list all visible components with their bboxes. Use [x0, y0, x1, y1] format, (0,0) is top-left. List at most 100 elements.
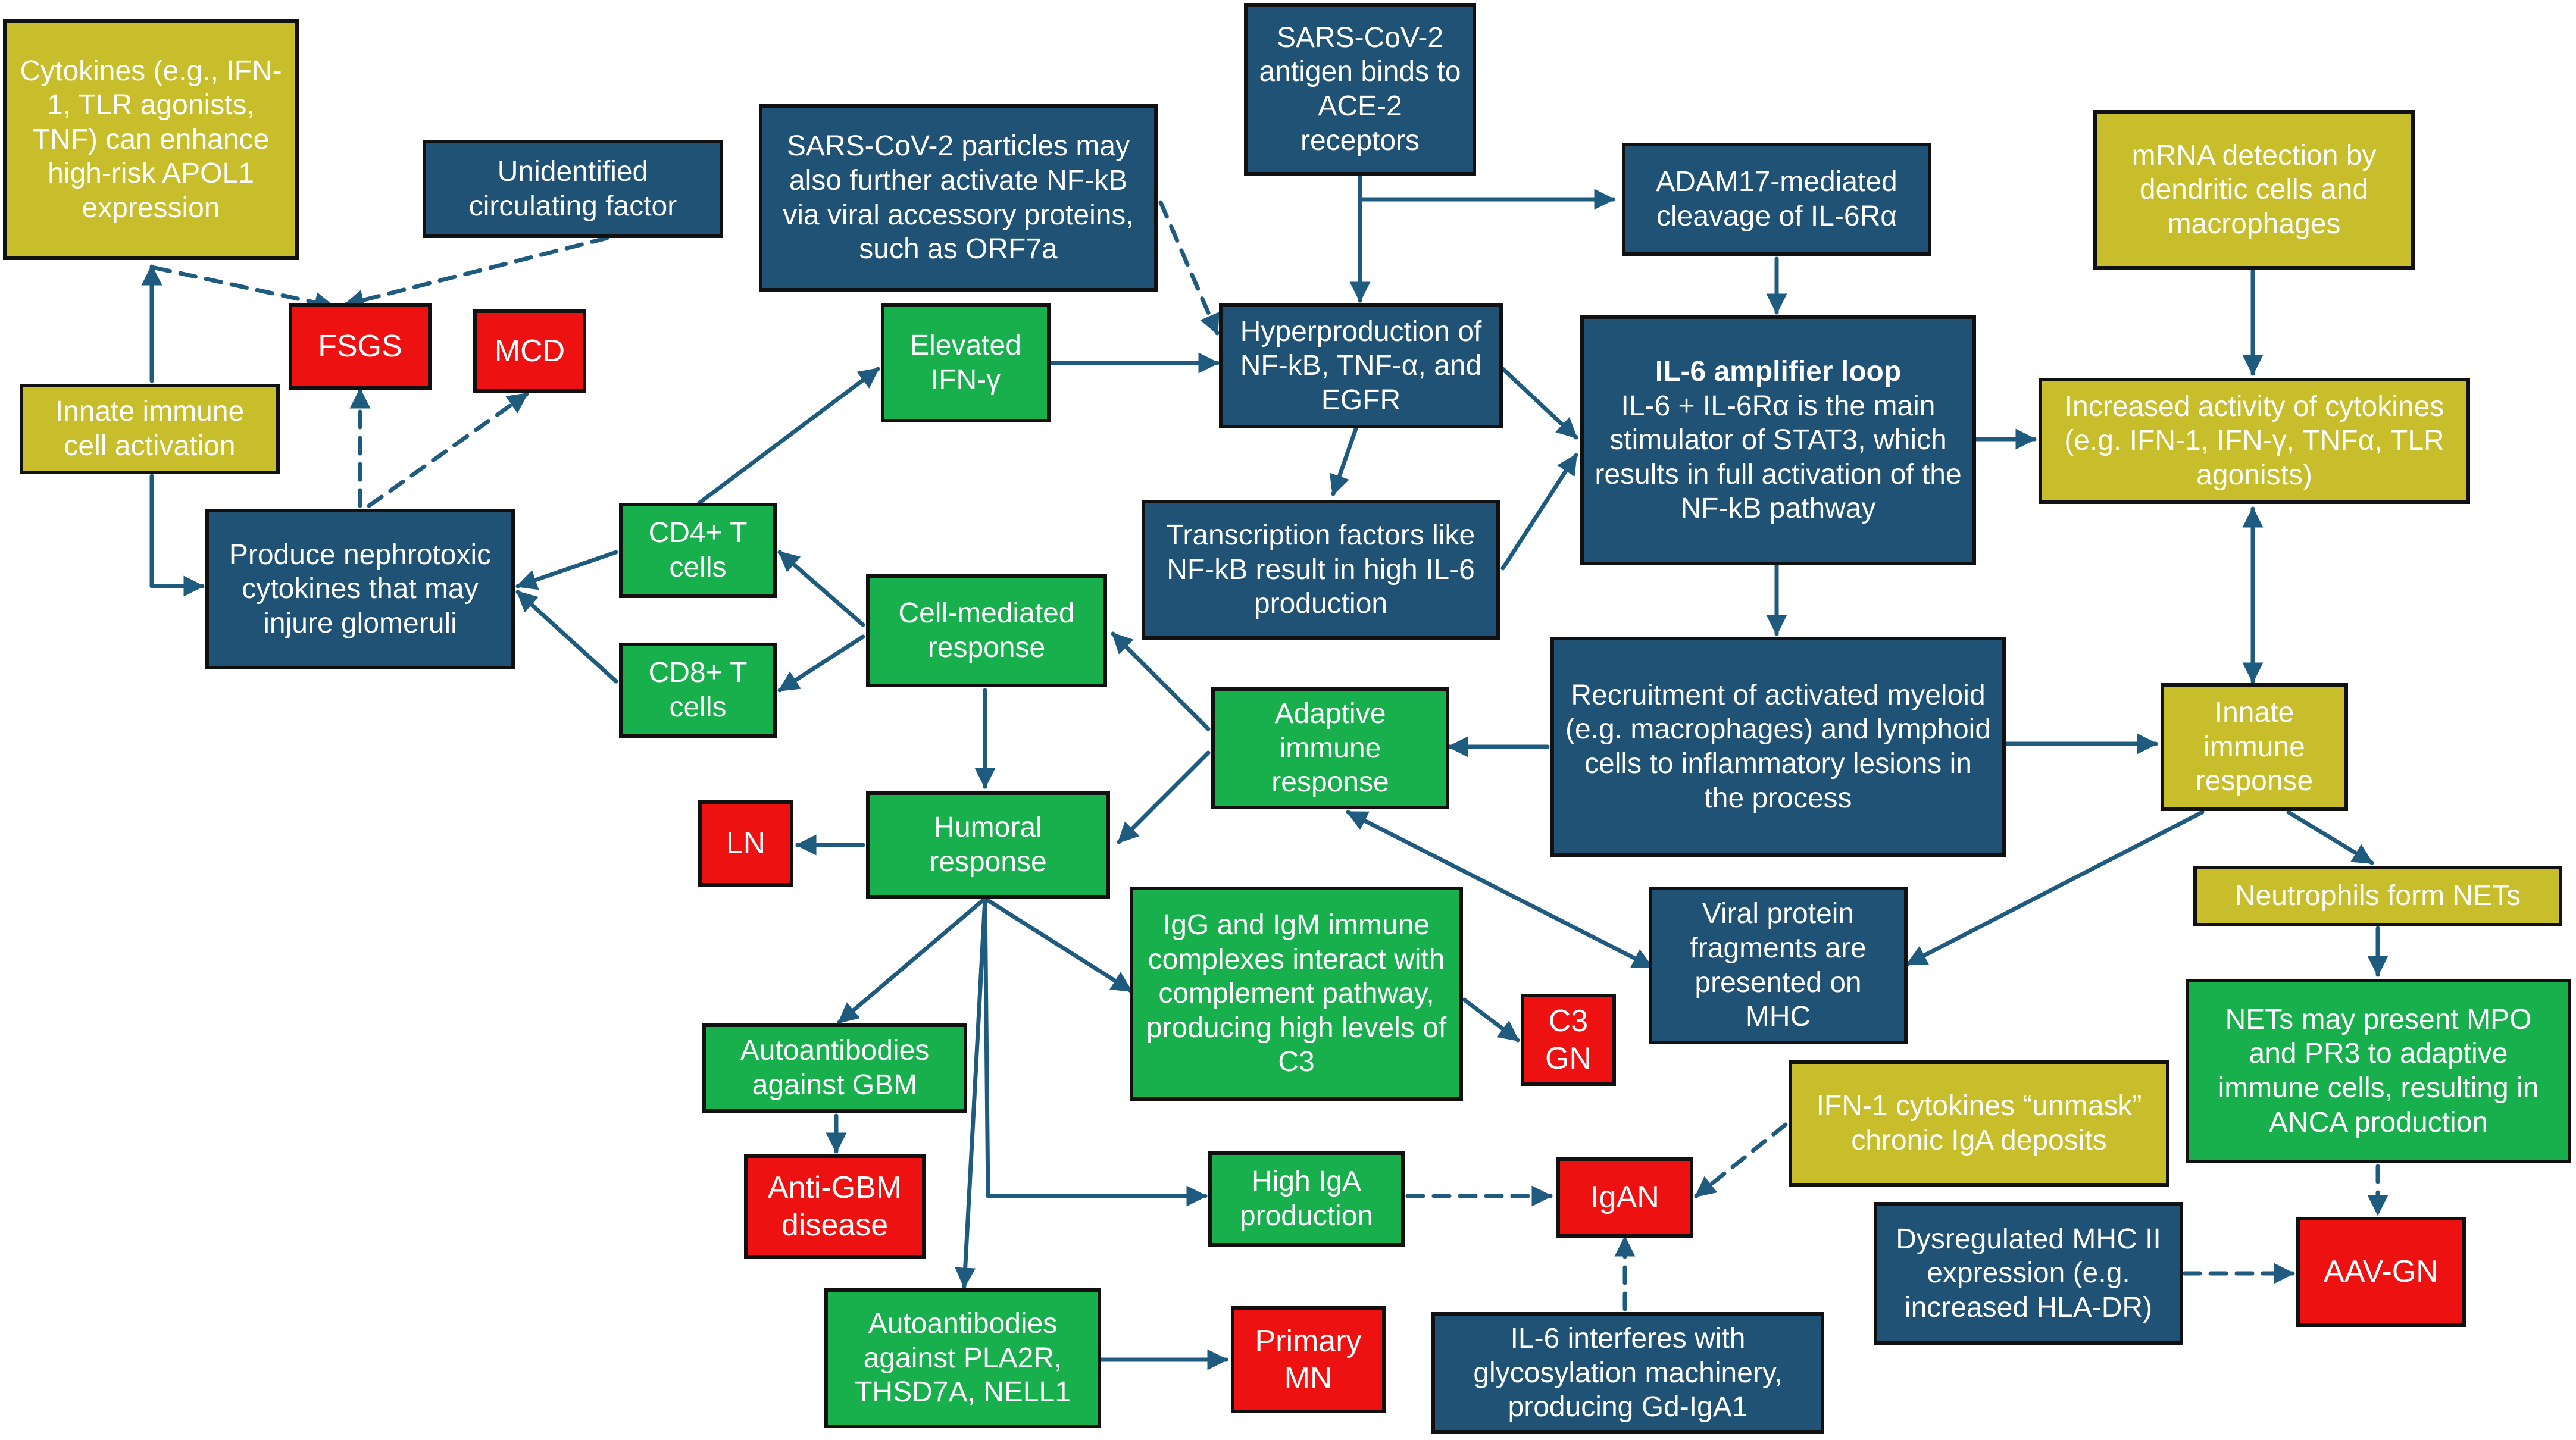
cd4-t-cells-text: CD4+ T cells	[648, 517, 748, 583]
humoral-response-text: Humoral response	[929, 812, 1047, 878]
arrow-innate-to-viral-fragments	[1905, 810, 2205, 966]
dysregulated-mhc-text: Dysregulated MHC II expression (e.g. inc…	[1896, 1223, 2161, 1323]
innate-immune-cell-activation-box: Innate immune cell activation	[20, 384, 280, 474]
high-iga-production-text: High IgA production	[1239, 1166, 1374, 1232]
arrow-cd4-to-ifn	[697, 367, 880, 505]
increased-cytokines-box: Increased activity of cytokines (e.g. IF…	[2039, 378, 2470, 504]
arrow-cellmediated-to-cd4	[777, 550, 865, 627]
arrow-cd8-to-nephrotoxic	[515, 590, 618, 684]
hyperproduction-box: Hyperproduction of NF-kB, TNF-α, and EGF…	[1219, 303, 1503, 428]
adaptive-immune-response-text: Adaptive immune response	[1271, 698, 1389, 799]
ifn1-unmask-text: IFN-1 cytokines “unmask” chronic IgA dep…	[1816, 1090, 2142, 1156]
il6-amplifier-loop-box: IL-6 amplifier loop IL-6 + IL-6Rα is the…	[1580, 315, 1976, 565]
arrow-cd4-to-nephrotoxic	[515, 550, 618, 590]
cd8-t-cells-box: CD8+ T cells	[619, 643, 777, 738]
arrow-adaptive-to-humoral	[1117, 750, 1211, 844]
dysregulated-mhc-box: Dysregulated MHC II expression (e.g. inc…	[1874, 1202, 2183, 1345]
anti-gbm-disease-label: Anti-GBM disease	[767, 1170, 902, 1242]
il6-glycosylation-box: IL-6 interferes with glycosylation machi…	[1431, 1312, 1824, 1434]
transcription-factors-box: Transcription factors like NF-kB result …	[1142, 500, 1500, 640]
autoantibodies-gbm-box: Autoantibodies against GBM	[702, 1023, 967, 1113]
autoantibodies-pla2r-box: Autoantibodies against PLA2R, THSD7A, NE…	[824, 1288, 1101, 1428]
il6-amplifier-loop-title: IL-6 amplifier loop	[1655, 356, 1902, 388]
cell-mediated-response-text: Cell-mediated response	[898, 597, 1075, 663]
innate-immune-response-box: Innate immune response	[2161, 683, 2348, 811]
nets-present-box: NETs may present MPO and PR3 to adaptive…	[2186, 979, 2571, 1163]
nephrotoxic-cytokines-text: Produce nephrotoxic cytokines that may i…	[229, 539, 492, 639]
elevated-ifn-gamma-box: Elevated IFN-γ	[881, 303, 1051, 422]
dashed-arrow-unidentified-to-fsgs	[343, 236, 609, 311]
unidentified-factor-box: Unidentified circulating factor	[423, 140, 723, 238]
viral-fragments-text: Viral protein fragments are presented on…	[1690, 898, 1867, 1033]
arrow-transcription-to-il6loop	[1500, 453, 1578, 571]
adaptive-immune-response-box: Adaptive immune response	[1211, 687, 1449, 809]
high-iga-production-box: High IgA production	[1208, 1151, 1405, 1247]
recruitment-box: Recruitment of activated myeloid (e.g. m…	[1550, 637, 2006, 857]
arrow-humoral-to-auto-gbm	[837, 896, 987, 1025]
dashed-arrow-viral-accessory-to-hyperproduction	[1158, 200, 1220, 336]
dashed-arrow-nephrotoxic-to-mcd	[367, 392, 529, 508]
neutrophils-form-nets-box: Neutrophils form NETs	[2193, 866, 2562, 926]
c3gn-box: C3 GN	[1521, 994, 1616, 1086]
arrow-igg-to-c3gn	[1462, 997, 1520, 1043]
elevated-ifn-gamma-text: Elevated IFN-γ	[910, 330, 1021, 396]
igg-igm-complement-box: IgG and IgM immune complexes interact wi…	[1130, 887, 1463, 1101]
fsgs-box: FSGS	[289, 303, 432, 390]
autoantibodies-pla2r-text: Autoantibodies against PLA2R, THSD7A, NE…	[855, 1308, 1071, 1408]
arrow-humoral-to-igg	[983, 896, 1133, 993]
unidentified-factor-text: Unidentified circulating factor	[468, 155, 677, 222]
arrow-hyperproduction-to-il6loop	[1500, 367, 1578, 440]
mrna-detection-box: mRNA detection by dendritic cells and ma…	[2093, 110, 2415, 270]
aav-gn-label: AAV-GN	[2324, 1254, 2439, 1289]
sars-ace2-text: SARS-CoV-2 antigen binds to ACE-2 recept…	[1259, 21, 1461, 156]
arrow-innate-activation-to-nephrotoxic	[149, 474, 205, 597]
aav-gn-box: AAV-GN	[2296, 1217, 2466, 1327]
hyperproduction-text: Hyperproduction of NF-kB, TNF-α, and EGF…	[1240, 315, 1482, 416]
arrow-innate-to-neutrophils	[2286, 810, 2374, 865]
cell-mediated-response-box: Cell-mediated response	[866, 574, 1107, 687]
viral-fragments-box: Viral protein fragments are presented on…	[1649, 887, 1908, 1044]
anti-gbm-disease-box: Anti-GBM disease	[744, 1154, 926, 1259]
il6-glycosylation-text: IL-6 interferes with glycosylation machi…	[1473, 1323, 1783, 1423]
nets-present-text: NETs may present MPO and PR3 to adaptive…	[2218, 1003, 2539, 1138]
c3gn-label: C3 GN	[1545, 1004, 1592, 1076]
mcd-label: MCD	[494, 333, 565, 368]
viral-accessory-text: SARS-CoV-2 particles may also further ac…	[783, 130, 1134, 265]
autoantibodies-gbm-text: Autoantibodies against GBM	[740, 1035, 930, 1101]
adam17-text: ADAM17-mediated cleavage of IL-6Rα	[1656, 166, 1897, 232]
arrow-cellmediated-to-cd8	[777, 634, 865, 693]
arrow-viral-fragments-adaptive-bidirectional	[1346, 810, 1654, 969]
nephrotoxic-cytokines-box: Produce nephrotoxic cytokines that may i…	[205, 509, 515, 669]
ln-label: LN	[726, 826, 766, 861]
ifn1-unmask-box: IFN-1 cytokines “unmask” chronic IgA dep…	[1789, 1060, 2169, 1187]
igg-igm-complement-text: IgG and IgM immune complexes interact wi…	[1146, 909, 1447, 1078]
mrna-detection-text: mRNA detection by dendritic cells and ma…	[2131, 139, 2377, 240]
cytokines-enhance-apol1-box: Cytokines (e.g., IFN-1, TLR agonists, TN…	[3, 19, 299, 260]
primary-mn-label: Primary MN	[1255, 1323, 1362, 1395]
humoral-response-box: Humoral response	[866, 791, 1110, 899]
cd8-t-cells-text: CD8+ T cells	[648, 657, 748, 723]
ln-box: LN	[698, 800, 793, 887]
increased-cytokines-text: Increased activity of cytokines (e.g. IF…	[2064, 390, 2444, 491]
cytokines-enhance-apol1-text: Cytokines (e.g., IFN-1, TLR agonists, TN…	[20, 55, 282, 224]
igan-box: IgAN	[1556, 1157, 1693, 1238]
arrow-humoral-to-auto-pla2r	[955, 896, 987, 1289]
dashed-arrow-cytokines-enhance-to-fsgs	[152, 265, 336, 313]
fsgs-label: FSGS	[318, 329, 402, 364]
neutrophils-form-nets-text: Neutrophils form NETs	[2234, 880, 2521, 912]
arrow-hyperproduction-to-transcription	[1329, 423, 1359, 496]
viral-accessory-box: SARS-CoV-2 particles may also further ac…	[759, 104, 1158, 292]
arrow-adaptive-to-cellmediated	[1111, 631, 1211, 731]
igan-label: IgAN	[1590, 1180, 1659, 1215]
innate-immune-response-text: Innate immune response	[2195, 697, 2314, 797]
arrow-humoral-to-high-iga	[983, 896, 1208, 1207]
mcd-box: MCD	[473, 309, 586, 393]
il6-amplifier-loop-body: IL-6 + IL-6Rα is the main stimulator of …	[1595, 390, 1962, 525]
primary-mn-box: Primary MN	[1231, 1306, 1386, 1413]
transcription-factors-text: Transcription factors like NF-kB result …	[1166, 519, 1475, 620]
recruitment-text: Recruitment of activated myeloid (e.g. m…	[1565, 679, 1992, 814]
dashed-arrow-ifn1-unmask-to-igan	[1694, 1122, 1788, 1198]
sars-ace2-box: SARS-CoV-2 antigen binds to ACE-2 recept…	[1244, 3, 1476, 176]
cd4-t-cells-box: CD4+ T cells	[619, 503, 777, 598]
